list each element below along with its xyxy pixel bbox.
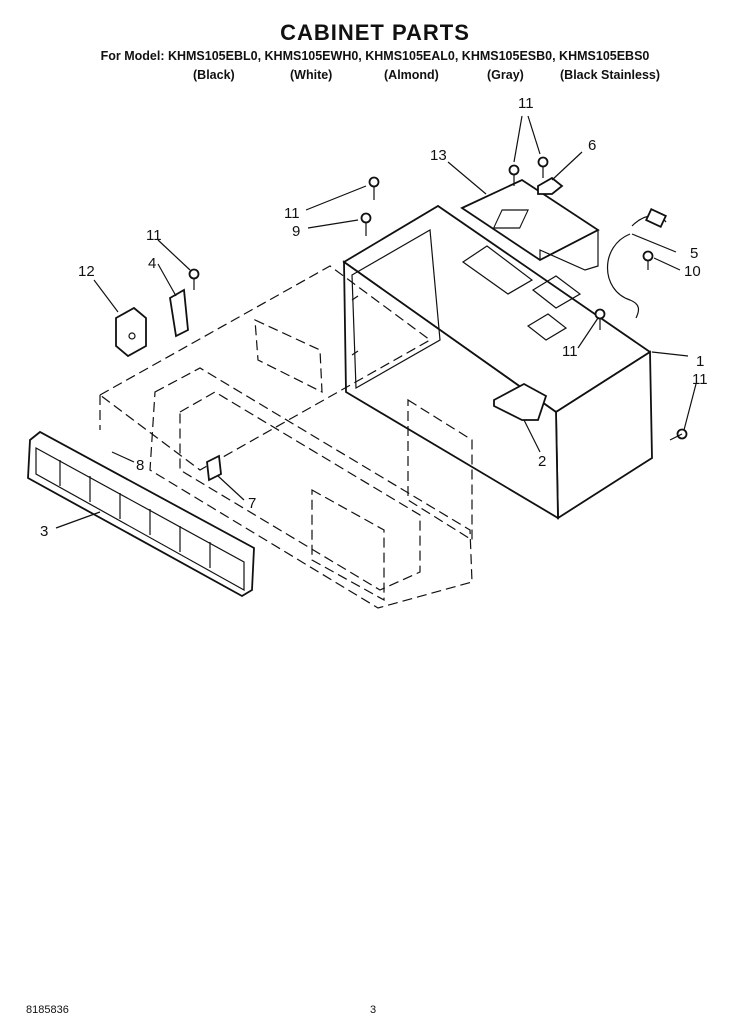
callout-1: 1 <box>696 353 704 370</box>
callout-3: 3 <box>40 523 48 540</box>
mounting-plate <box>460 178 600 271</box>
page-number: 3 <box>370 1004 377 1016</box>
color-almond: (Almond) <box>384 68 439 82</box>
callout-8: 8 <box>136 457 144 474</box>
callout-2: 2 <box>538 453 546 470</box>
callout-11-screw: 11 <box>284 205 300 222</box>
callout-10: 10 <box>684 263 701 280</box>
cabinet-wrapper <box>342 204 653 520</box>
clip <box>206 454 222 482</box>
callout-7: 7 <box>248 495 256 512</box>
cavity-outline <box>98 265 473 609</box>
lower-bracket <box>493 382 548 421</box>
callout-9: 9 <box>292 223 300 240</box>
mounting-bracket-left <box>115 306 147 358</box>
small-bracket <box>537 176 564 195</box>
page-title: CABINET PARTS <box>280 20 470 45</box>
color-black-stainless: (Black Stainless) <box>560 68 661 82</box>
callout-4: 4 <box>148 255 156 272</box>
power-cord <box>607 207 667 319</box>
callout-6: 6 <box>588 137 596 154</box>
callout-12: 12 <box>78 263 95 280</box>
doc-number: 8185836 <box>26 1004 69 1016</box>
callout-13: 13 <box>430 147 447 164</box>
color-black: (Black) <box>193 68 235 82</box>
color-list: (Black) (White) (Almond) (Gray) (Black S… <box>0 68 750 84</box>
hinge-bracket <box>169 288 189 338</box>
screw-icons <box>188 156 688 441</box>
model-list: For Model: KHMS105EBL0, KHMS105EWH0, KHM… <box>100 49 650 63</box>
callout-11-top: 11 <box>518 95 534 112</box>
callout-11-right: 11 <box>562 343 578 360</box>
color-gray: (Gray) <box>487 68 524 82</box>
vent-grille <box>27 430 255 598</box>
callout-5: 5 <box>690 245 698 262</box>
callout-11-side: 11 <box>692 371 708 388</box>
color-white: (White) <box>290 68 333 82</box>
callout-11-left: 11 <box>146 227 162 244</box>
leader-lines <box>55 115 697 529</box>
